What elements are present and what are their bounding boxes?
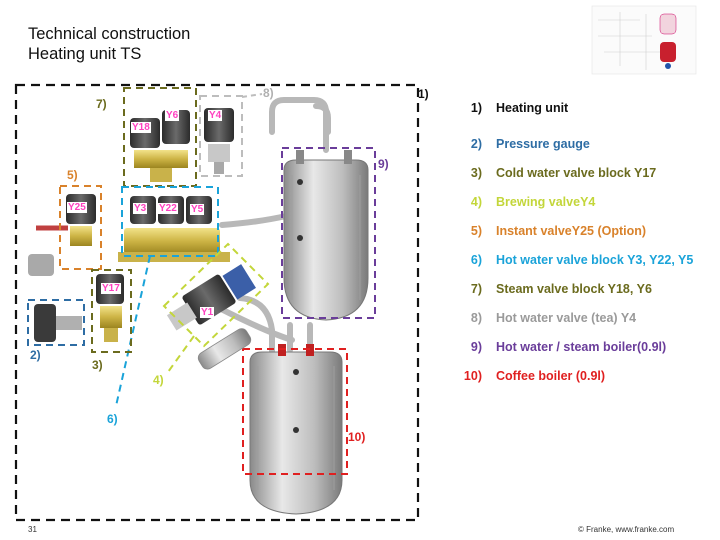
legend-number: 9) [470, 340, 482, 354]
callout-6: 6) [107, 412, 118, 426]
callout-3: 3) [92, 358, 103, 372]
valve-tag-y3: Y3 [133, 203, 148, 214]
legend-label: Cold water valve block Y17 [496, 166, 657, 180]
legend-label: Coffee boiler (0.9l) [496, 369, 606, 383]
valve-tag-y5: Y5 [190, 204, 205, 215]
callout-frame-10 [242, 348, 348, 475]
valve-tag-y18: Y18 [131, 122, 151, 133]
instant-valve [28, 194, 96, 276]
legend-label: Hot water / steam boiler(0.9l) [496, 340, 667, 354]
pressure-gauge [34, 304, 82, 342]
callout-9: 9) [378, 157, 389, 171]
legend-item-pressure-gauge: 2) Pressure gauge [445, 135, 720, 164]
thumbnail-schematic [591, 5, 697, 75]
callout-1: 1) [418, 87, 429, 101]
legend-label: Hot water valve (tea) Y4 [496, 311, 637, 325]
callout-8: 8) [263, 86, 274, 100]
callout-frame-5 [59, 185, 102, 270]
legend-number: 1) [470, 101, 482, 115]
heating-unit-frame [14, 83, 420, 522]
valve-tag-y25: Y25 [67, 202, 87, 213]
legend-label: Heating unit [496, 101, 569, 115]
valve-tag-y17: Y17 [101, 283, 121, 294]
valve-tag-y1: Y1 [200, 307, 215, 318]
legend: 1) Heating unit 2) Pressure gauge 3) Col… [445, 99, 720, 396]
page-title: Technical construction Heating unit TS [28, 24, 190, 64]
legend-item-heating-unit: 1) Heating unit [445, 99, 720, 135]
title-line-2: Heating unit TS [28, 45, 142, 63]
coffee-boiler [249, 344, 343, 515]
brewing-valve-fitting [197, 328, 252, 370]
steam-valve-block [130, 110, 190, 182]
legend-number: 4) [470, 195, 482, 209]
copyright: © Franke, www.franke.com [578, 525, 675, 534]
legend-number: 10) [463, 369, 482, 383]
legend-label: Pressure gauge [496, 137, 590, 151]
legend-item-instant-valve: 5) Instant valveY25 (Option) [445, 222, 720, 251]
legend-number: 3) [470, 166, 482, 180]
legend-label: Instant valveY25 (Option) [496, 224, 647, 238]
legend-label: Steam valve block Y18, Y6 [496, 282, 652, 296]
legend-number: 8) [470, 311, 482, 325]
legend-item-hot-water-valve-block: 6) Hot water valve block Y3, Y22, Y5 [445, 251, 720, 280]
callout-frame-6 [121, 186, 219, 257]
legend-number: 6) [470, 253, 482, 267]
title-line-1: Technical construction [28, 25, 191, 43]
callout-5: 5) [67, 168, 78, 182]
callout-frame-4 [162, 242, 270, 348]
legend-number: 7) [470, 282, 482, 296]
callout-7: 7) [96, 97, 107, 111]
callout-frame-2 [27, 299, 85, 346]
legend-item-cold-water-valve: 3) Cold water valve block Y17 [445, 164, 720, 193]
callout-10: 10) [348, 430, 366, 444]
legend-number: 5) [470, 224, 482, 238]
legend-item-brewing-valve: 4) Brewing valveY4 [445, 193, 720, 222]
legend-item-steam-boiler: 9) Hot water / steam boiler(0.9l) [445, 338, 720, 367]
legend-item-coffee-boiler: 10) Coffee boiler (0.9l) [445, 367, 720, 396]
legend-label: Hot water valve block Y3, Y22, Y5 [496, 253, 694, 267]
valve-tag-y6: Y6 [165, 110, 180, 121]
page-number: 31 [28, 525, 37, 534]
legend-item-tea-valve: 8) Hot water valve (tea) Y4 [445, 309, 720, 338]
valve-tag-y4: Y4 [208, 110, 223, 121]
hot-water-steam-boiler [283, 150, 369, 321]
callout-2: 2) [30, 348, 41, 362]
brewing-valve [166, 264, 256, 331]
legend-label: Brewing valveY4 [496, 195, 596, 209]
legend-number: 2) [470, 137, 482, 151]
cold-water-valve-block [96, 274, 124, 342]
legend-item-steam-valve-block: 7) Steam valve block Y18, Y6 [445, 280, 720, 309]
valve-tag-y22: Y22 [158, 203, 178, 214]
callout-4: 4) [153, 373, 164, 387]
callout-frame-8 [199, 95, 243, 177]
